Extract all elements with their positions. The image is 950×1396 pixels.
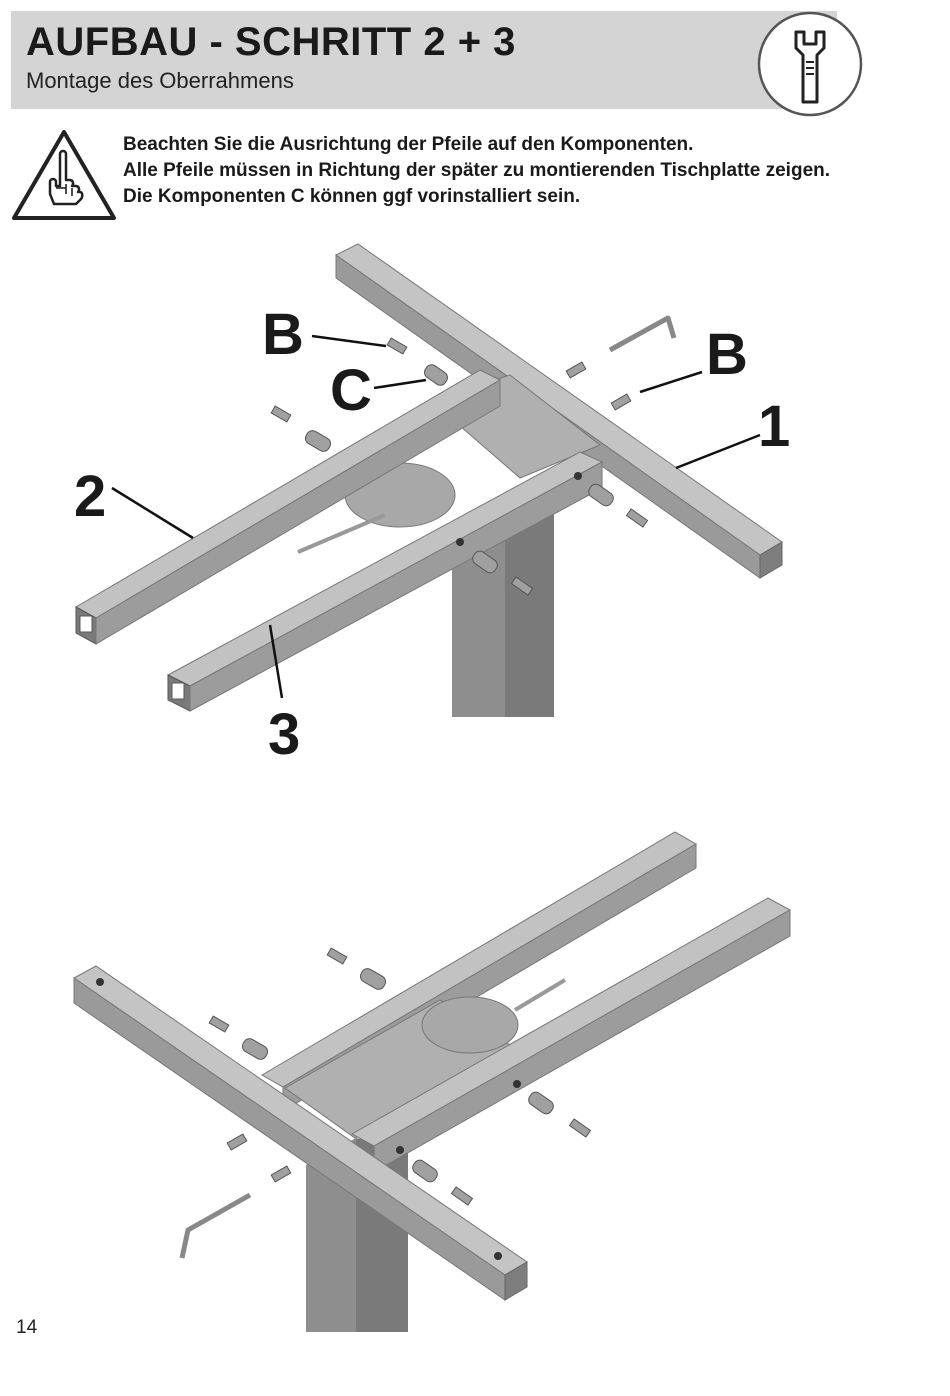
mounting-plate-bottom [284, 996, 519, 1139]
warning-hand-icon [12, 130, 116, 220]
callout-b-right: B [706, 322, 748, 387]
notice-line-3: Die Komponenten C können ggf vorinstalli… [123, 186, 581, 207]
callout-c: C [330, 358, 372, 423]
side-beam-2 [74, 369, 502, 645]
hardware-parts-bottom [208, 947, 592, 1206]
hex-key-tool-bottom [179, 1192, 252, 1259]
frame-assembly-alternate-view-drawing [73, 831, 792, 1332]
notice-line-2: Alle Pfeile müssen in Richtung der späte… [123, 160, 831, 181]
callout-2: 2 [74, 464, 107, 529]
page-number: 14 [16, 1317, 38, 1338]
side-beam-3 [166, 451, 604, 712]
callout-b-left: B [262, 302, 304, 367]
callout-3: 3 [268, 702, 301, 767]
wrench-icon [757, 11, 863, 117]
hex-key-tool [608, 315, 677, 353]
callout-1: 1 [758, 394, 791, 459]
page-subtitle: Montage des Oberrahmens [26, 68, 294, 93]
connecting-rod-bottom [513, 978, 567, 1012]
cross-beam-1 [335, 243, 783, 579]
header-banner [11, 11, 837, 109]
assembly-notice: Beachten Sie die Ausrichtung der Pfeile … [123, 132, 830, 210]
page-title: AUFBAU - SCHRITT 2 + 3 [26, 20, 516, 64]
frame-assembly-exploded-drawing [74, 243, 783, 717]
callout-leaders [111, 334, 761, 699]
cross-beam-bottom [73, 965, 528, 1301]
connecting-rod [297, 513, 386, 554]
hardware-parts [270, 337, 649, 596]
notice-line-1: Beachten Sie die Ausrichtung der Pfeile … [123, 134, 694, 155]
